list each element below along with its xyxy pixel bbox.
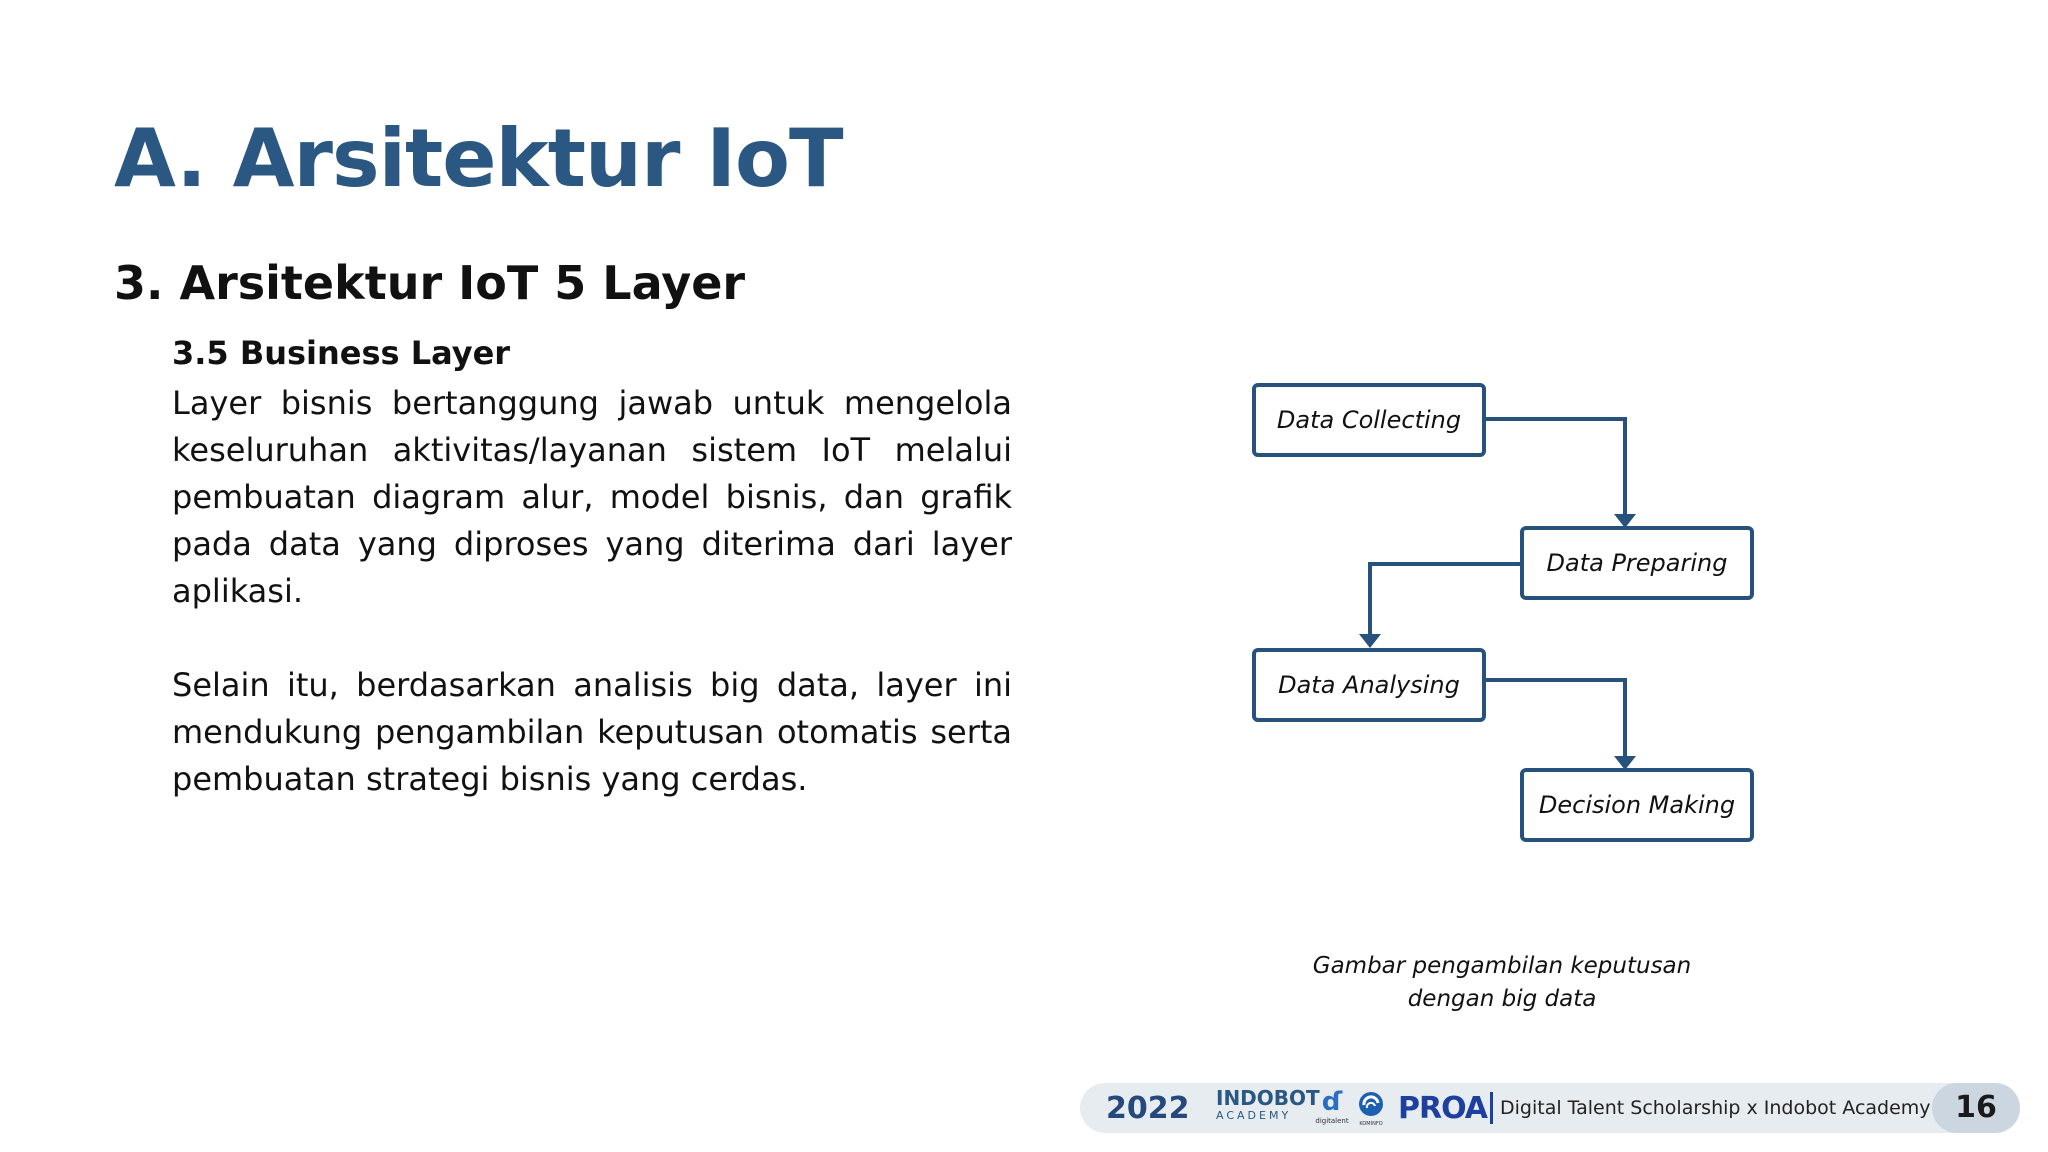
page-number-badge: 16 (1932, 1083, 2020, 1133)
indobot-logo-line-2: ACADEMY (1216, 1109, 1292, 1122)
footer-bar: 2022 INDOBOT ACADEMY ɗ digitalent KOMINF… (1080, 1083, 2020, 1133)
kominfo-label: KOMINFO (1359, 1121, 1383, 1127)
slide-title: A. Arsitektur IoT (114, 112, 844, 205)
kominfo-icon (1359, 1092, 1383, 1116)
footer-text: Digital Talent Scholarship x Indobot Aca… (1500, 1097, 1931, 1119)
indobot-logo-line-1: INDOBOT (1216, 1086, 1320, 1110)
step-data-collecting: Data Collecting (1252, 383, 1486, 457)
slide-subtitle: 3. Arsitektur IoT 5 Layer (114, 256, 746, 310)
arrowhead-3 (1614, 756, 1636, 770)
caption-line-1: Gambar pengambilan keputusan (1312, 953, 1692, 979)
connector-analysing-to-decision (1482, 678, 1627, 758)
kominfo-logo: KOMINFO (1356, 1091, 1386, 1127)
indobot-academy-logo: INDOBOT ACADEMY (1216, 1086, 1320, 1127)
arrowhead-1 (1614, 514, 1636, 528)
digitalent-label: digitalent (1315, 1117, 1349, 1125)
caption-line-2: dengan big data (1407, 986, 1597, 1012)
footer-year: 2022 (1106, 1091, 1190, 1126)
connector-collecting-to-preparing (1482, 417, 1627, 516)
step-data-preparing: Data Preparing (1520, 526, 1754, 600)
paragraph-2: Selain itu, berdasarkan analisis big dat… (172, 666, 1012, 798)
paragraph-1: Layer bisnis bertanggung jawab untuk men… (172, 384, 1012, 610)
step-data-analysing: Data Analysing (1252, 648, 1486, 722)
connector-preparing-to-analysing (1368, 562, 1520, 636)
section-heading: 3.5 Business Layer (172, 334, 511, 372)
digitalent-icon: ɗ (1321, 1087, 1343, 1117)
digitalent-logo: ɗ digitalent (1312, 1087, 1352, 1129)
step-decision-making: Decision Making (1520, 768, 1754, 842)
proa-logo: PROA (1398, 1091, 1488, 1126)
diagram-caption: Gambar pengambilan keputusan dengan big … (1250, 950, 1754, 1016)
arrowhead-2 (1359, 634, 1381, 648)
footer-divider (1490, 1092, 1493, 1124)
